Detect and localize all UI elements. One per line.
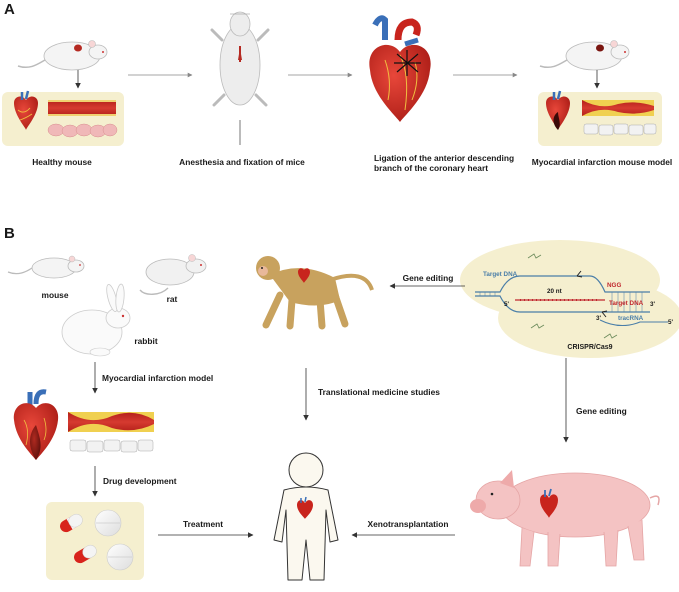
- fixed-mouse-illustration: [210, 11, 270, 145]
- crispr-target-dna-top: Target DNA: [483, 271, 518, 278]
- pills-box: [46, 502, 144, 580]
- rabbit-label: rabbit: [134, 336, 157, 346]
- mi-heart-illustration: [13, 389, 59, 460]
- step4-label: Myocardial infarction mouse model: [532, 157, 673, 167]
- healthy-tissue-box: [2, 90, 124, 146]
- mi-model-label: Myocardial infarction model: [102, 373, 213, 383]
- gene-editing-label-1: Gene editing: [403, 273, 454, 283]
- step3-label-line1: Ligation of the anterior descending: [374, 153, 514, 163]
- crispr-diagram: [460, 240, 679, 358]
- healthy-mouse-illustration: [17, 40, 108, 71]
- treatment-label: Treatment: [183, 519, 223, 529]
- mi-mouse-illustration: [539, 40, 630, 71]
- xeno-label: Xenotransplantation: [368, 519, 449, 529]
- crispr-3prime-a: 3': [650, 301, 656, 308]
- crispr-20nt: 20 nt: [547, 288, 563, 295]
- monkey-illustration: [256, 256, 374, 330]
- panel-b-letter: B: [4, 225, 15, 242]
- panel-a-letter: A: [4, 1, 15, 18]
- mouse-label: mouse: [42, 290, 69, 300]
- drug-dev-label: Drug development: [103, 476, 177, 486]
- rat-label: rat: [167, 294, 178, 304]
- crispr-3prime-b: 3': [596, 315, 602, 322]
- human-illustration: [273, 452, 339, 581]
- step2-label: Anesthesia and fixation of mice: [179, 157, 305, 167]
- gene-editing-label-2: Gene editing: [576, 406, 627, 416]
- crispr-ngg: NGG: [607, 282, 621, 289]
- crispr-5prime-b: 5': [668, 319, 674, 326]
- rabbit-illustration: [61, 283, 131, 357]
- pig-illustration: [470, 470, 660, 567]
- step3-label-line2: branch of the coronary heart: [374, 163, 488, 173]
- rat-illustration: [139, 254, 207, 295]
- step1-label: Healthy mouse: [32, 157, 92, 167]
- translational-label: Translational medicine studies: [318, 387, 440, 397]
- mouse-illustration: [7, 255, 85, 279]
- mi-vessel-illustration: [68, 412, 154, 453]
- crispr-target-dna-bottom: Target DNA: [609, 300, 644, 307]
- crispr-5prime-a: 5': [504, 301, 510, 308]
- crispr-tracrna: tracRNA: [618, 315, 644, 322]
- mi-tissue-box: [538, 90, 662, 146]
- crispr-label: CRISPR/Cas9: [567, 344, 612, 351]
- ligation-heart-illustration: [369, 15, 431, 122]
